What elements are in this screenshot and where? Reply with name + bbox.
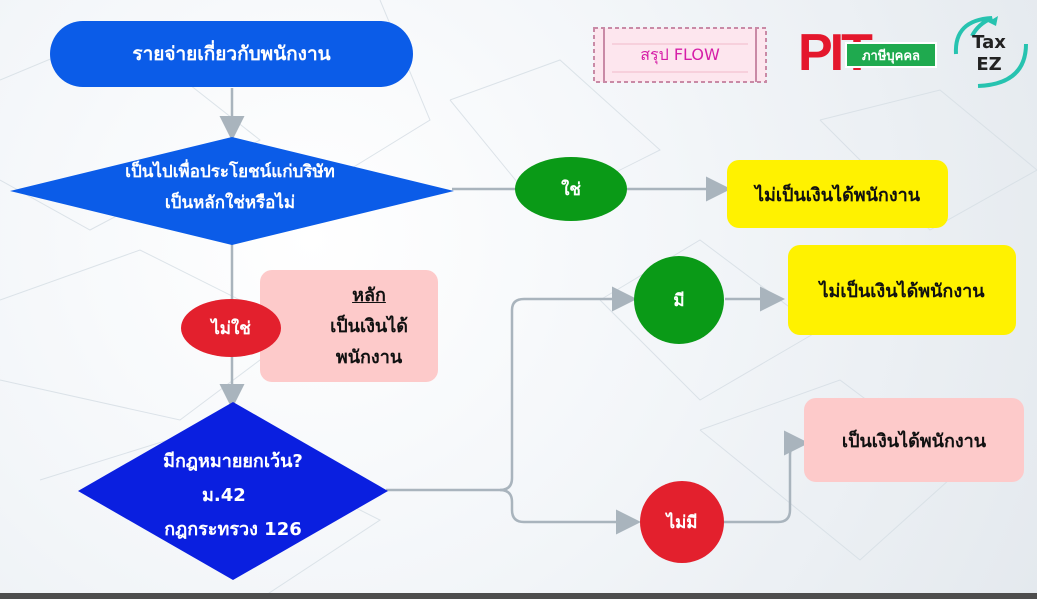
taxez-swoosh-icon [953,16,1028,88]
yes-result-box: ไม่เป็นเงินได้พนักงาน [727,160,948,228]
decision-benefit-company-shape [10,137,454,245]
taxez-line1: Tax [972,32,1006,53]
principle-heading: หลัก [352,284,386,306]
decision-benefit-company: เป็นไปเพื่อประโยชน์แก่บริษัท เป็นหลักใช่… [60,157,400,219]
no-exemption-label: ไม่มี [666,512,698,533]
no-label: ไม่ใช่ [211,318,251,339]
decision-benefit-company-line1: เป็นไปเพื่อประโยชน์แก่บริษัท [125,162,335,182]
pit-badge: ภาษีบุคคล [845,42,937,68]
no-node: ไม่ใช่ [181,299,281,357]
taxez-logo: Tax EZ [948,14,1030,90]
decision-legal-exemption: มีกฎหมายยกเว้น? ม.42 กฎกระทรวง 126 [118,445,348,547]
flow-summary-logo: สรุป FLOW [590,24,770,86]
yes-label: ใช่ [561,179,581,200]
has-exemption-label: มี [673,290,685,311]
principle-box: หลัก เป็นเงินได้ พนักงาน [260,270,438,382]
no-exemption-result-box: เป็นเงินได้พนักงาน [804,398,1024,482]
decision-legal-exemption-shape [78,402,388,580]
decision-legal-exemption-line3: กฎกระทรวง 126 [164,519,302,540]
has-exemption-node: มี [634,256,724,344]
start-node-label: รายจ่ายเกี่ยวกับพนักงาน [132,43,331,65]
no-exemption-result-text: เป็นเงินได้พนักงาน [841,430,987,452]
decision-benefit-company-line2: เป็นหลักใช่หรือไม่ [164,193,296,213]
yes-node: ใช่ [515,157,627,221]
decision-legal-exemption-line1: มีกฎหมายยกเว้น? [163,451,303,472]
bottom-bar [0,593,1037,599]
has-exemption-result-box: ไม่เป็นเงินได้พนักงาน [788,245,1016,335]
decision-legal-exemption-line2: ม.42 [202,485,246,506]
has-exemption-result-text: ไม่เป็นเงินได้พนักงาน [819,280,985,302]
principle-line2: พนักงาน [335,346,403,368]
flow-summary-text: สรุป FLOW [640,44,720,64]
taxez-line2: EZ [976,54,1002,75]
start-node-employee-expenses: รายจ่ายเกี่ยวกับพนักงาน [50,21,413,87]
no-exemption-node: ไม่มี [640,481,724,563]
yes-result-text: ไม่เป็นเงินได้พนักงาน [754,184,921,206]
principle-line1: เป็นเงินได้ [330,315,408,337]
flow-ticket-icon [593,27,767,83]
